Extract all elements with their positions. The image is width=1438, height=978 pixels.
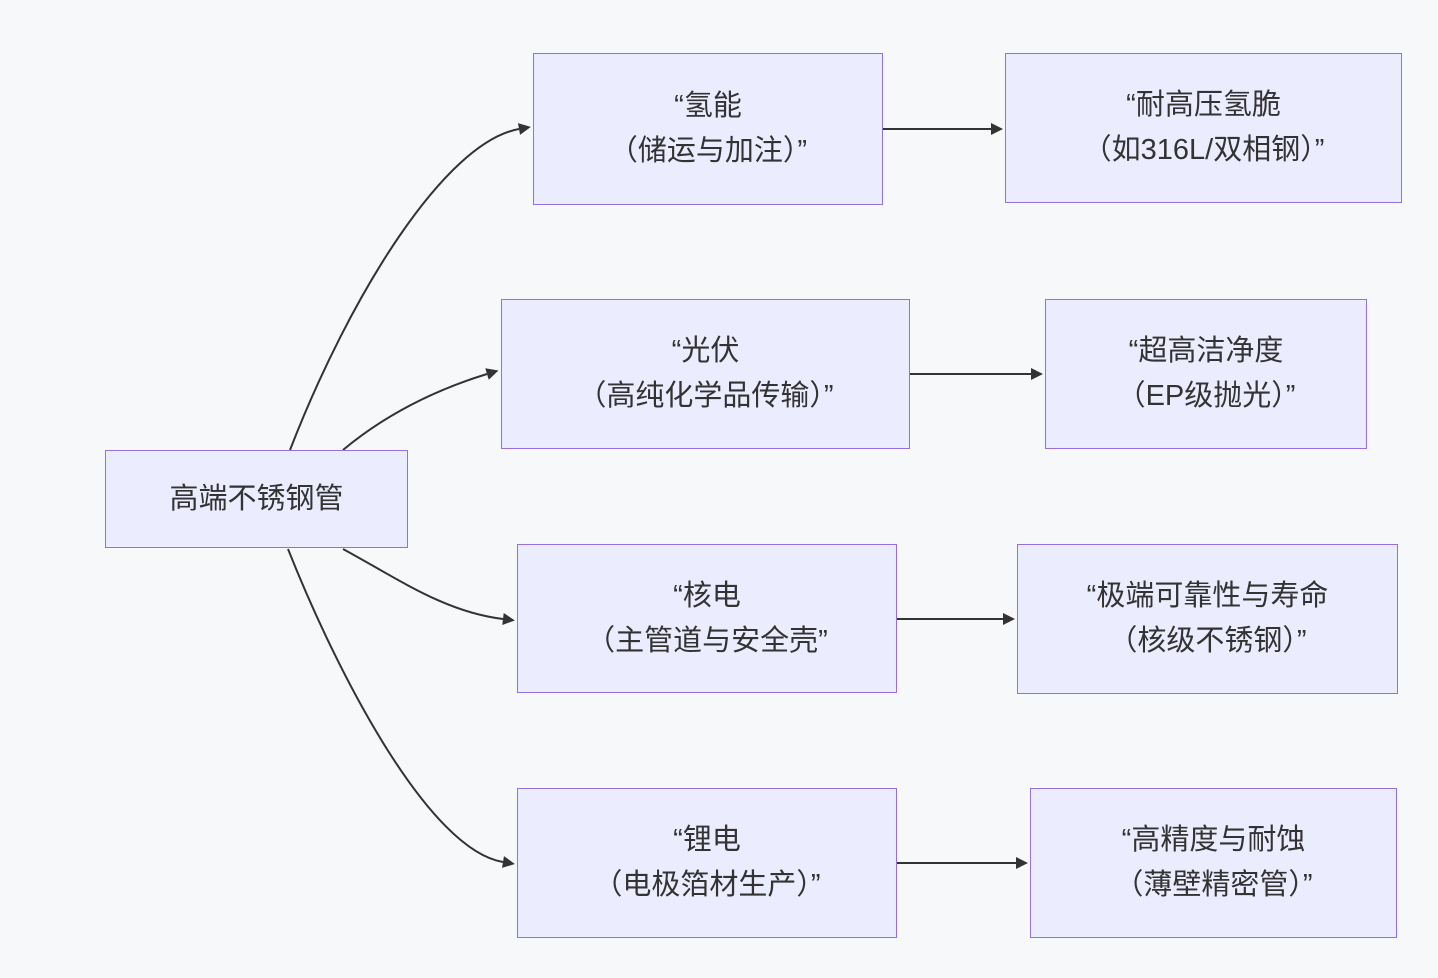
node-lithium-battery: “锂电 （电极箔材生产）” [517,788,897,938]
node-nuclear-power: “核电 （主管道与安全壳” [517,544,897,693]
node-nuclear-requirement: “极端可靠性与寿命 （核级不锈钢）” [1017,544,1398,694]
node-label-line1: “高精度与耐蚀 [1121,824,1306,856]
node-label-line2: （核级不锈钢）” [1108,625,1307,657]
edge-root-to-lithium [287,548,515,868]
node-lithium-requirement: “高精度与耐蚀 （薄壁精密管）” [1030,788,1397,938]
node-label-line2: （电极箔材生产）” [593,869,821,901]
edge-root-to-hydrogen [289,123,531,451]
node-label-line2: （EP级抛光）” [1116,380,1296,412]
node-label-line2: （高纯化学品传输）” [577,380,834,412]
edge-root-to-photovoltaic [342,368,499,451]
node-label-line2: （薄壁精密管）” [1114,869,1313,901]
node-label-line1: “氢能 [674,90,742,122]
node-label-line2: （储运与加注）” [608,135,808,167]
node-label-line2: （主管道与安全壳” [586,624,828,657]
node-label: 高端不锈钢管 [169,482,344,515]
node-photovoltaic: “光伏 （高纯化学品传输）” [501,299,910,449]
node-label-line1: “核电 [673,579,741,612]
node-label-line1: “锂电 [673,824,741,856]
node-label-line1: “光伏 [671,335,740,367]
node-label-line1: “超高洁净度 [1128,335,1284,367]
node-label-line2: （如316L/双相钢）” [1082,134,1325,166]
node-hydrogen-energy: “氢能 （储运与加注）” [533,53,883,205]
edge-root-to-nuclear [342,548,515,625]
node-hydrogen-requirement: “耐高压氢脆 （如316L/双相钢）” [1005,53,1402,203]
node-label-line1: “耐高压氢脆 [1126,89,1281,121]
node-label-line1: “极端可靠性与寿命 [1086,580,1329,612]
node-photovoltaic-requirement: “超高洁净度 （EP级抛光）” [1045,299,1367,449]
node-root-steel-pipe: 高端不锈钢管 [105,450,408,548]
